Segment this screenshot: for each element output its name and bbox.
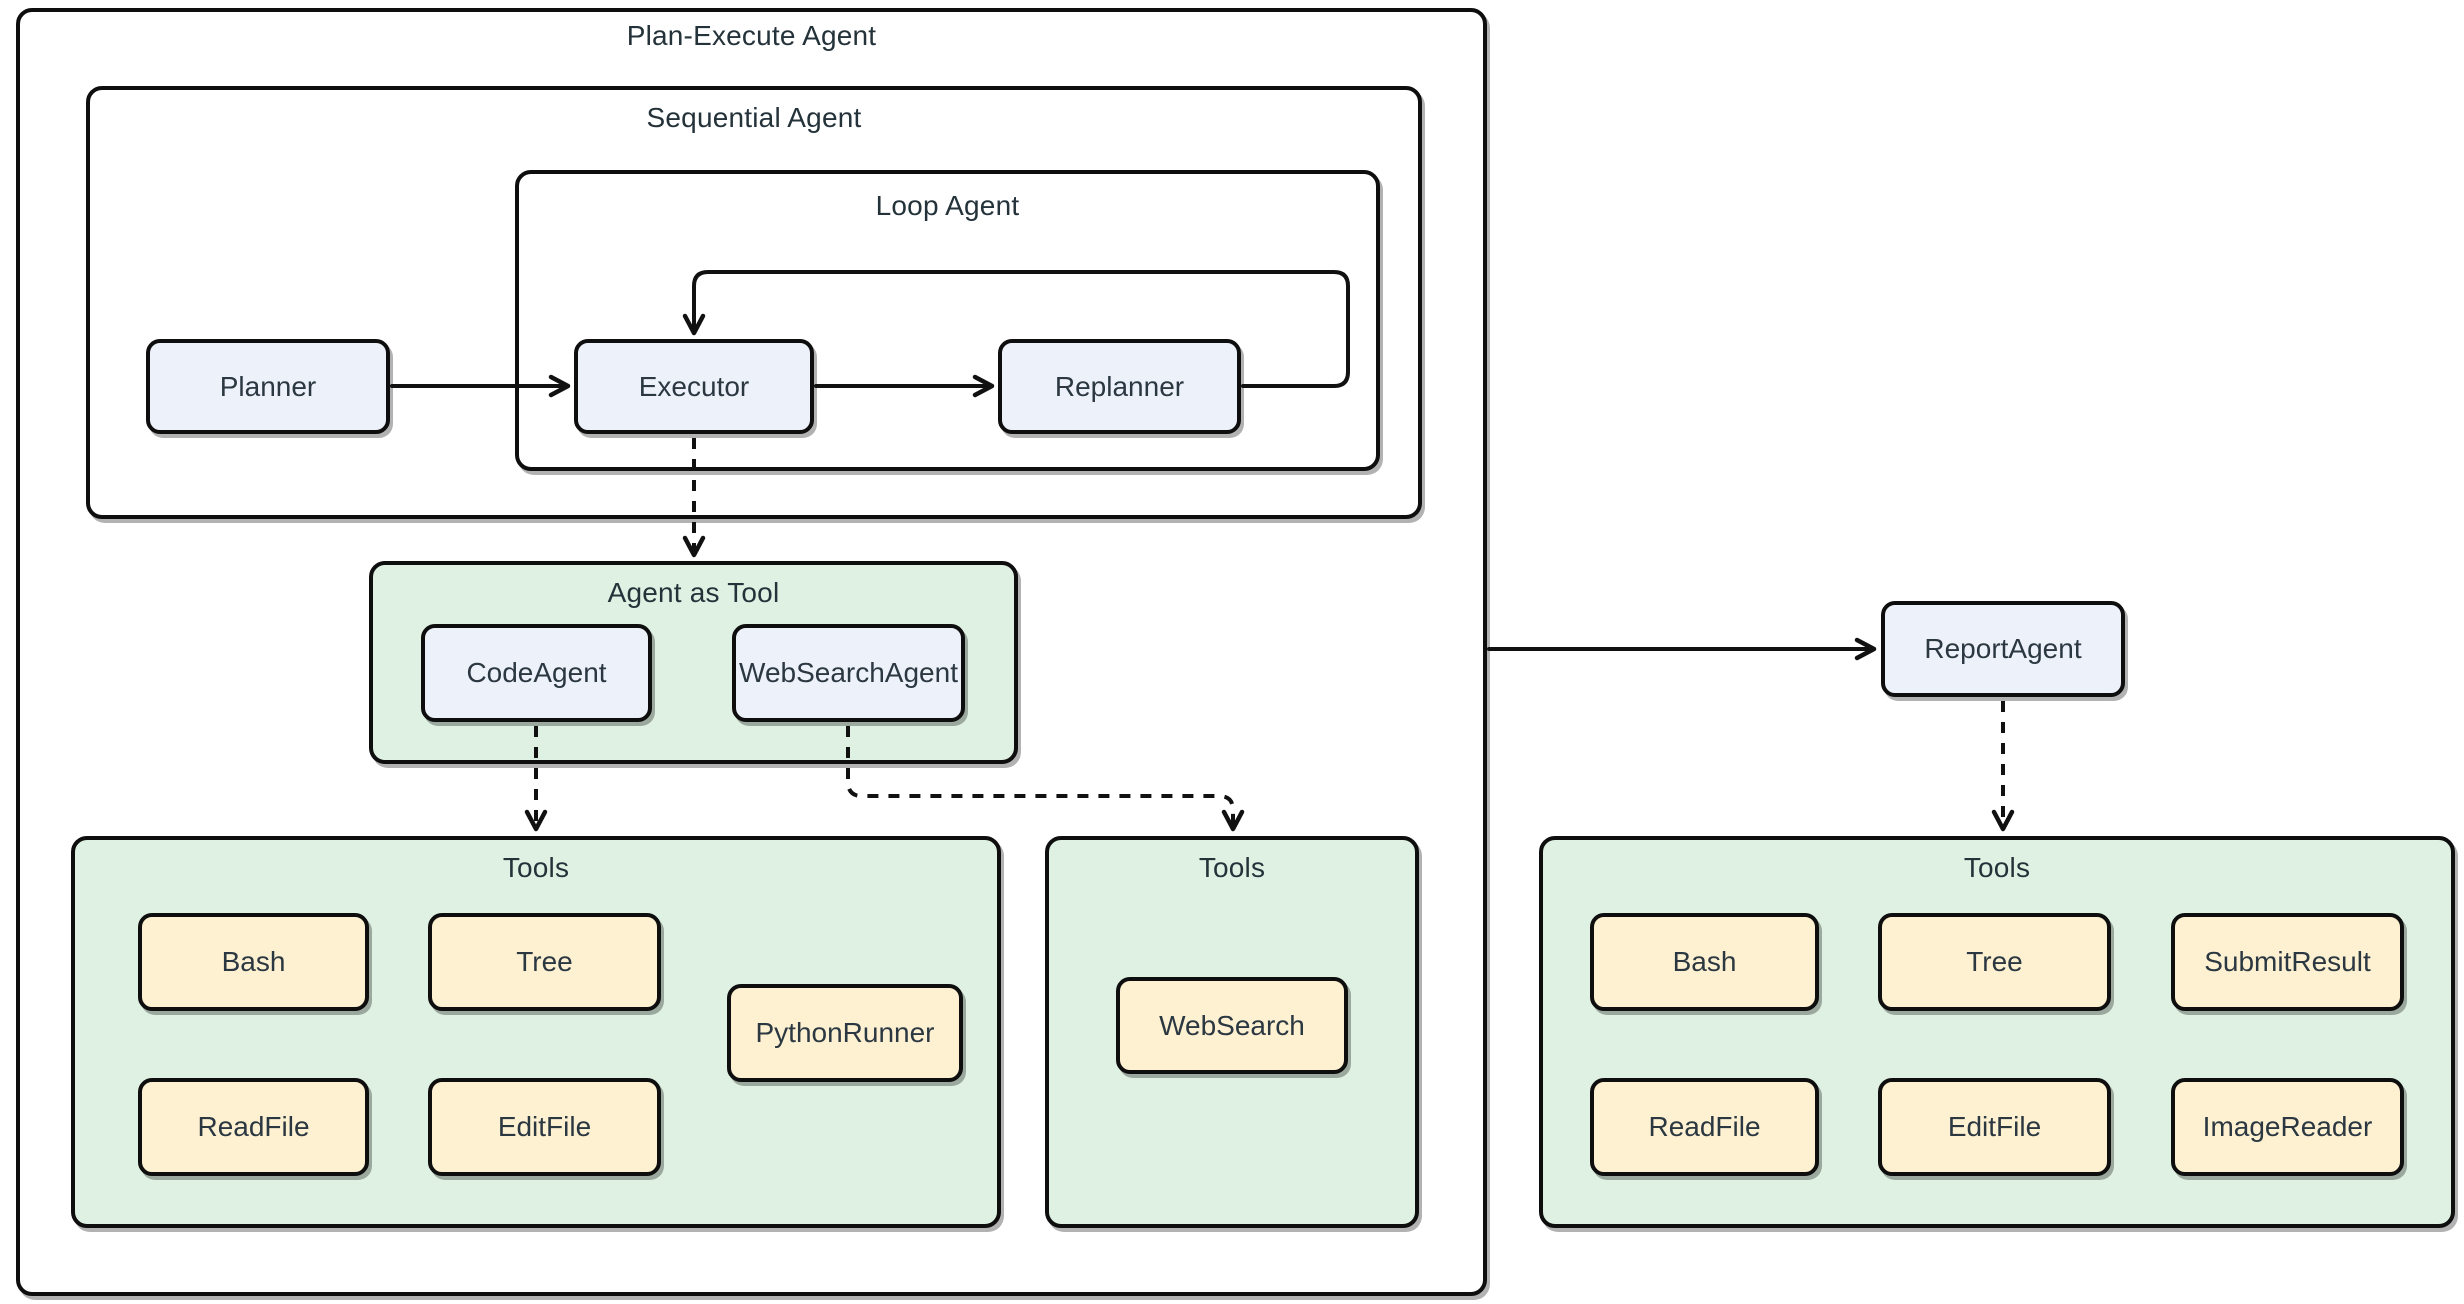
container-tools-websearch-title: Tools [1198, 852, 1266, 883]
node-replanner: Replanner [998, 339, 1241, 434]
container-tools-code-title: Tools [502, 852, 570, 883]
node-read-file-report: ReadFile [1590, 1078, 1819, 1176]
node-image-reader: ImageReader [2171, 1078, 2404, 1176]
node-report-agent: ReportAgent [1881, 601, 2125, 697]
node-tree-report: Tree [1878, 913, 2111, 1011]
node-edit-file-report: EditFile [1878, 1078, 2111, 1176]
node-submit-result: SubmitResult [2171, 913, 2404, 1011]
container-loop-agent-title: Loop Agent [875, 190, 1020, 221]
node-code-agent: CodeAgent [421, 624, 652, 722]
node-edit-file-code: EditFile [428, 1078, 661, 1176]
node-bash-code: Bash [138, 913, 369, 1011]
node-web-search-agent: WebSearchAgent [732, 624, 965, 722]
node-read-file-code: ReadFile [138, 1078, 369, 1176]
container-agent-as-tool-title: Agent as Tool [607, 577, 780, 608]
container-plan-execute-agent-title: Plan-Execute Agent [626, 20, 877, 51]
container-tools-report-title: Tools [1963, 852, 2031, 883]
node-python-runner: PythonRunner [727, 984, 963, 1082]
node-tree-code: Tree [428, 913, 661, 1011]
container-sequential-agent-title: Sequential Agent [646, 102, 862, 133]
node-planner: Planner [146, 339, 390, 434]
node-web-search: WebSearch [1116, 977, 1348, 1074]
node-bash-report: Bash [1590, 913, 1819, 1011]
node-executor: Executor [574, 339, 814, 434]
